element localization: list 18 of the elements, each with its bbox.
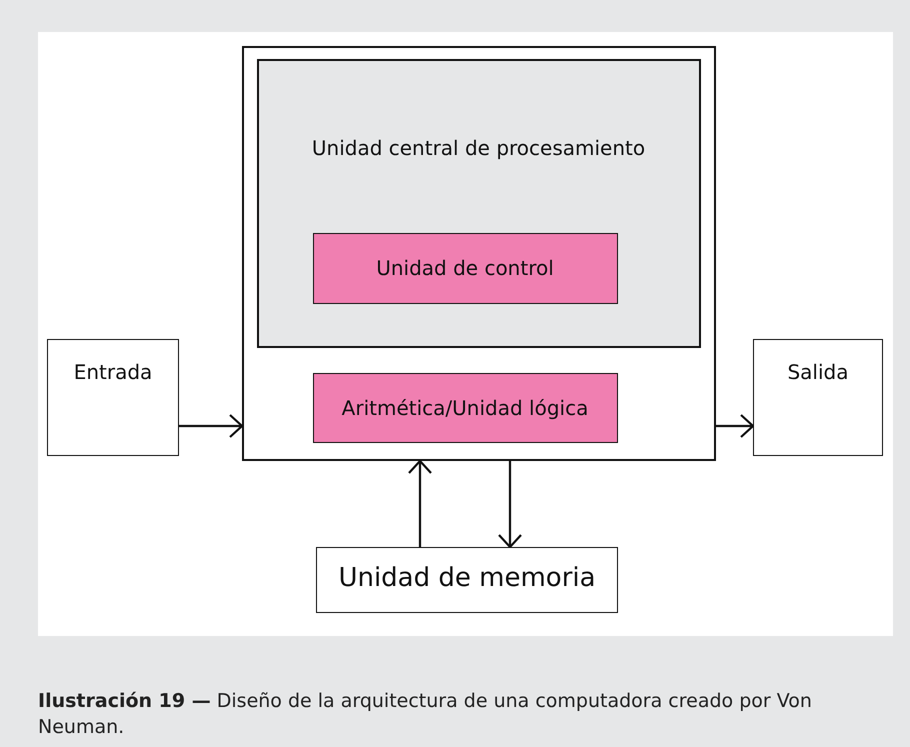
arrow xyxy=(408,460,432,547)
node-label: Unidad de memoria xyxy=(337,563,597,593)
node-label: Aritmética/Unidad lógica xyxy=(340,396,590,420)
arrow xyxy=(498,461,522,548)
input-box xyxy=(47,339,179,456)
cpu-box xyxy=(256,58,700,348)
node-label: Salida xyxy=(786,360,850,384)
node-label: Unidad de control xyxy=(375,256,555,280)
control-unit-box xyxy=(312,232,618,304)
arrow xyxy=(179,414,244,438)
caption: Ilustración 19 — Diseño de la arquitectura de una computadora creado por Von Neuman. xyxy=(38,689,813,740)
node-label: Entrada xyxy=(72,360,154,384)
arrow xyxy=(716,414,754,438)
memory-box xyxy=(316,547,618,613)
node-label: Unidad central de procesamiento xyxy=(310,136,646,160)
alu-box xyxy=(312,372,618,442)
computer-box xyxy=(242,46,716,461)
output-box xyxy=(753,339,883,456)
